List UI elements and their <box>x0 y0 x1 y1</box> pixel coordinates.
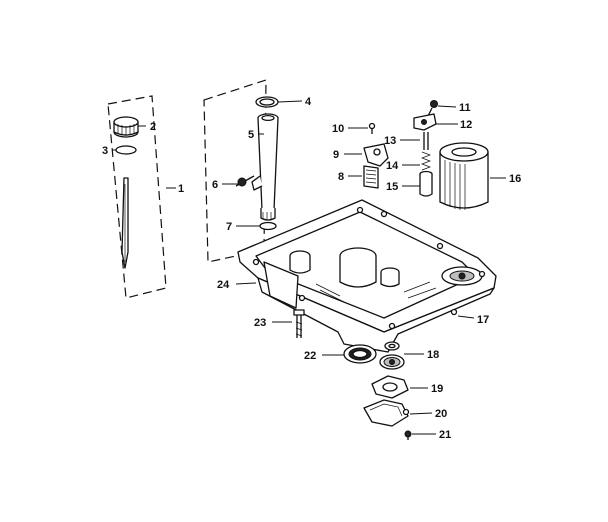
callout-18: 18 <box>427 349 439 361</box>
callout-7: 7 <box>226 221 232 233</box>
leader-lines <box>112 100 506 435</box>
part-bracket-9[interactable] <box>363 143 389 167</box>
part-tube-o-ring[interactable] <box>255 96 279 108</box>
callout-11: 11 <box>459 102 471 114</box>
part-o-ring-small[interactable] <box>115 145 137 155</box>
callout-2: 2 <box>150 121 156 133</box>
callout-6: 6 <box>212 179 218 191</box>
callout-21: 21 <box>439 429 451 441</box>
callout-14: 14 <box>386 160 399 172</box>
part-bearing-18[interactable] <box>379 341 405 370</box>
dipstick-group-bracket <box>107 95 167 299</box>
callout-15: 15 <box>386 181 398 193</box>
part-pin-10[interactable] <box>368 122 376 135</box>
part-dipstick-tube[interactable] <box>251 113 279 221</box>
callout-8: 8 <box>338 171 344 183</box>
callout-16: 16 <box>509 173 521 185</box>
part-o-ring-7[interactable] <box>259 221 277 231</box>
part-screw-21[interactable] <box>404 430 412 440</box>
callout-19: 19 <box>431 383 443 395</box>
dipstick-tube-group-bracket <box>203 79 267 263</box>
part-cylinder-15[interactable] <box>419 170 433 197</box>
callout-5: 5 <box>248 129 254 141</box>
part-bracket-12[interactable] <box>413 113 437 131</box>
callout-3: 3 <box>102 145 108 157</box>
callout-1: 1 <box>178 183 184 195</box>
callout-23: 23 <box>254 317 266 329</box>
part-screw-6[interactable] <box>235 175 255 187</box>
callout-9: 9 <box>333 149 339 161</box>
part-oil-filter[interactable] <box>439 142 489 210</box>
part-spring-14[interactable] <box>421 151 431 171</box>
callout-22: 22 <box>304 350 316 362</box>
callout-24: 24 <box>217 279 230 291</box>
part-cover-20[interactable] <box>363 399 410 427</box>
callout-13: 13 <box>384 135 396 147</box>
callout-4: 4 <box>305 96 312 108</box>
part-filter-8[interactable] <box>363 165 379 189</box>
callout-17: 17 <box>477 314 489 326</box>
callout-10: 10 <box>332 123 344 135</box>
part-stem-13[interactable] <box>423 132 429 150</box>
part-dipstick[interactable] <box>121 177 129 269</box>
part-gasket-19[interactable] <box>371 375 409 399</box>
part-dipstick-cap[interactable] <box>113 116 139 138</box>
callout-labels: 1 2 3 4 5 6 7 8 9 10 11 12 13 14 15 16 1… <box>102 96 521 441</box>
part-oil-pan[interactable] <box>237 199 497 353</box>
callout-12: 12 <box>460 119 472 131</box>
part-bolt-23[interactable] <box>293 309 305 338</box>
part-fitting-17[interactable] <box>450 308 458 316</box>
callout-20: 20 <box>435 408 447 420</box>
part-seal-22[interactable] <box>343 344 377 364</box>
